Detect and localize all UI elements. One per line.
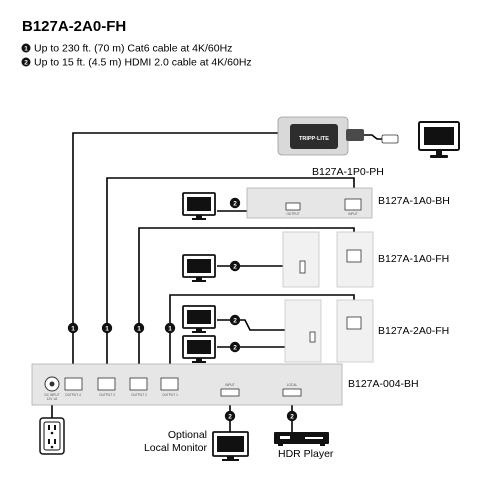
monitor-dual-bottom-icon bbox=[182, 335, 216, 363]
badge-1-icon bbox=[21, 43, 31, 53]
pod-hdmi-connector-icon bbox=[381, 134, 399, 144]
cable-output-2 bbox=[138, 227, 355, 378]
local-monitor-label-line2: Local Monitor bbox=[144, 442, 208, 454]
note-text: Up to 230 ft. (70 m) Cat6 cable at 4K/60… bbox=[34, 43, 232, 55]
dc-input-rating: 12V 1A bbox=[47, 397, 58, 401]
svg-text:1: 1 bbox=[137, 326, 141, 333]
svg-text:1: 1 bbox=[105, 326, 109, 333]
page-title: B127A-2A0-FH bbox=[22, 18, 126, 35]
hdr-player-label: HDR Player bbox=[278, 448, 334, 460]
box-receiver-label: B127A-1A0-BH bbox=[378, 195, 450, 207]
dual-wallplate-label: B127A-2A0-FH bbox=[378, 325, 449, 337]
badge-1-icon: 1 bbox=[101, 322, 113, 334]
wallplate-receiver bbox=[282, 231, 374, 288]
cable-output-4 bbox=[72, 132, 278, 378]
hdmi-local-port-icon bbox=[282, 388, 302, 397]
hdmi-input-label: INPUT bbox=[225, 383, 235, 387]
hdmi-input-port-icon bbox=[220, 388, 240, 397]
local-monitor-label-line1: Optional bbox=[168, 429, 207, 441]
monitor-box-receiver-icon bbox=[182, 192, 216, 220]
wallplate-front bbox=[282, 231, 320, 288]
svg-text:2: 2 bbox=[228, 414, 232, 421]
wallplate-front bbox=[284, 299, 322, 363]
output-2-label: OUTPUT 2 bbox=[131, 393, 147, 397]
svg-text:2: 2 bbox=[233, 345, 237, 352]
output-2-port-icon bbox=[129, 377, 148, 391]
power-outlet-icon bbox=[39, 417, 65, 455]
badge-1-icon: 1 bbox=[164, 322, 176, 334]
badge-2-icon: 2 bbox=[224, 410, 236, 422]
badge-number: 1 bbox=[24, 45, 28, 52]
badge-1-icon: 1 bbox=[133, 322, 145, 334]
hdmi-port-icon bbox=[299, 260, 306, 274]
rj45-port-icon bbox=[344, 198, 362, 211]
badge-2-icon bbox=[21, 57, 31, 67]
note-text: Up to 15 ft. (4.5 m) HDMI 2.0 cable at 4… bbox=[34, 57, 252, 69]
output-3-port-icon bbox=[97, 377, 116, 391]
rj45-port-icon bbox=[346, 316, 362, 330]
rj45-port-icon bbox=[346, 249, 362, 263]
port-label: OUTPUT bbox=[286, 212, 299, 216]
hdmi-local-label: LOCAL bbox=[287, 383, 298, 387]
hdmi-badges: 2 2 2 2 2 2 bbox=[224, 197, 298, 422]
svg-text:2: 2 bbox=[290, 414, 294, 421]
cat6-badges: 1 1 1 1 bbox=[67, 322, 176, 334]
badge-2-icon: 2 bbox=[229, 197, 241, 209]
transmitter-pod: TRIPP·LITE bbox=[277, 116, 399, 156]
svg-text:2: 2 bbox=[233, 318, 237, 325]
switch-label: B127A-004-BH bbox=[348, 378, 419, 390]
svg-text:2: 2 bbox=[233, 264, 237, 271]
note-hdmi: 2 Up to 15 ft. (4.5 m) HDMI 2.0 cable at… bbox=[21, 57, 252, 69]
hdmi-pod-to-monitor bbox=[364, 134, 384, 140]
badge-2-icon: 2 bbox=[229, 341, 241, 353]
badge-2-icon: 2 bbox=[229, 314, 241, 326]
hdmi-port-icon bbox=[285, 202, 301, 211]
port-label: INPUT bbox=[348, 212, 358, 216]
dc-input-label: DC INPUT bbox=[44, 393, 59, 397]
wallplate-receiver-label: B127A-1A0-FH bbox=[378, 253, 449, 265]
pod-body bbox=[290, 124, 338, 149]
monitor-dual-top-icon bbox=[182, 305, 216, 333]
local-monitor-icon bbox=[212, 431, 249, 461]
svg-text:1: 1 bbox=[168, 326, 172, 333]
box-receiver: OUTPUT INPUT bbox=[246, 187, 373, 219]
svg-text:1: 1 bbox=[71, 326, 75, 333]
switch-unit: DC INPUT 12V 1A OUTPUT 4 OUTPUT 3 OUTPUT… bbox=[31, 363, 343, 406]
switch-body bbox=[31, 363, 343, 406]
badge-number: 2 bbox=[24, 59, 28, 66]
output-1-label: OUTPUT 1 bbox=[162, 393, 178, 397]
output-4-port-icon bbox=[64, 377, 83, 391]
output-3-label: OUTPUT 3 bbox=[99, 393, 115, 397]
hdmi-port-icon bbox=[309, 331, 316, 343]
badge-2-icon: 2 bbox=[286, 410, 298, 422]
output-1-port-icon bbox=[160, 377, 179, 391]
monitor-wallplate-icon bbox=[182, 254, 216, 282]
output-4-label: OUTPUT 4 bbox=[65, 393, 81, 397]
pod-logo: TRIPP·LITE bbox=[299, 136, 329, 142]
dual-wallplate-receiver bbox=[284, 299, 374, 363]
note-cat6: 1 Up to 230 ft. (70 m) Cat6 cable at 4K/… bbox=[21, 43, 232, 55]
monitor-pod-icon bbox=[418, 121, 460, 158]
badge-2-icon: 2 bbox=[229, 260, 241, 272]
pod-label: B127A-1P0-PH bbox=[312, 166, 384, 178]
wallplate-back bbox=[336, 299, 374, 363]
hdr-player-icon bbox=[274, 432, 329, 446]
badge-1-icon: 1 bbox=[67, 322, 79, 334]
pod-hdmi-plug-icon bbox=[346, 129, 364, 141]
svg-text:2: 2 bbox=[233, 201, 237, 208]
